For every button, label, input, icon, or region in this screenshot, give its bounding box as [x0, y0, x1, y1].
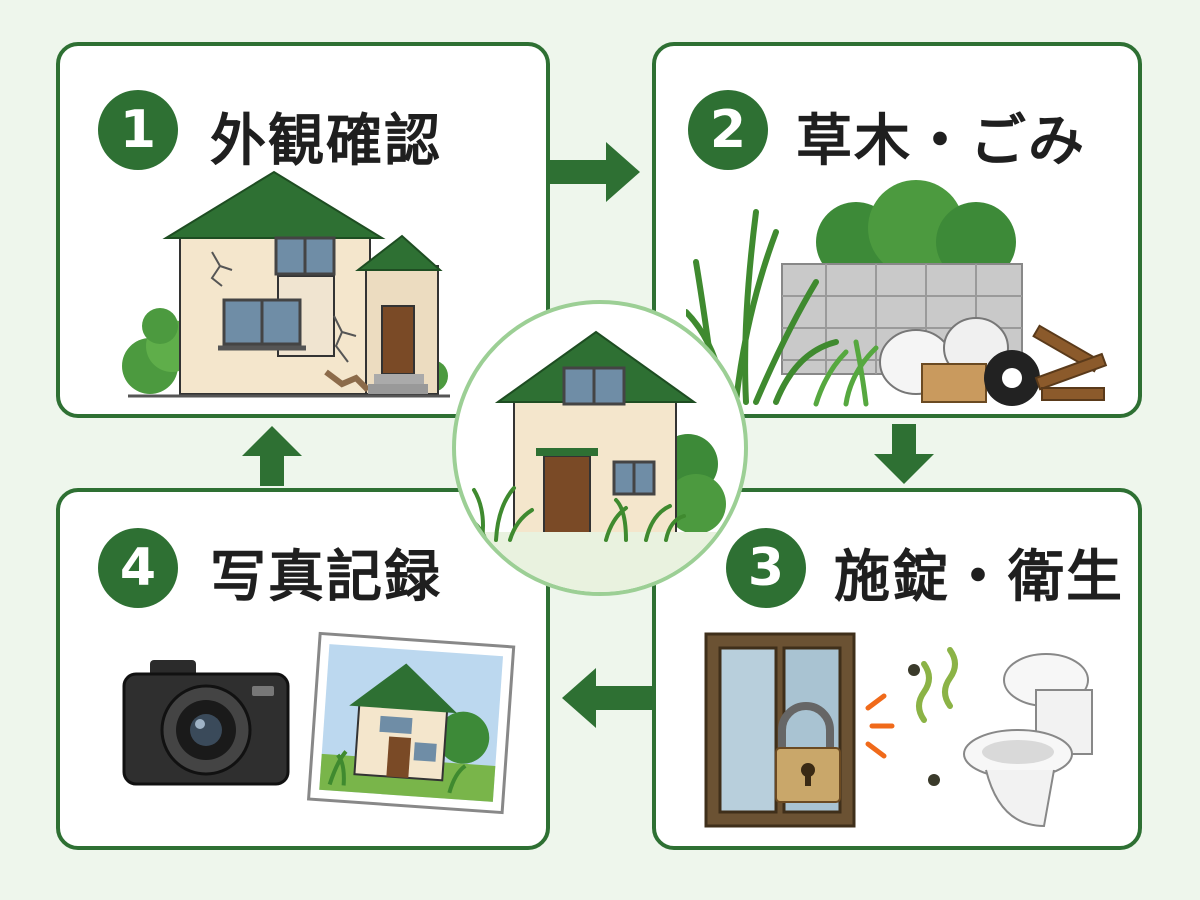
step-2-number: 2	[688, 90, 768, 170]
vacant-house-icon	[456, 330, 744, 592]
house-photo-icon	[306, 631, 516, 815]
step-2-title: 草木・ごみ	[796, 109, 1086, 174]
step-1-panel: 1 外観確認	[56, 42, 550, 418]
step-4-number: 4	[98, 528, 178, 608]
arrow-right	[550, 142, 640, 202]
step-2-panel: 2 草木・ごみ	[652, 42, 1142, 418]
camera-icon	[122, 660, 290, 786]
step-4-panel: 4 写真記録	[56, 488, 550, 850]
step-1-number: 1	[98, 90, 178, 170]
arrow-down	[874, 424, 934, 484]
cracked-house-icon	[122, 170, 450, 398]
step-4-title: 写真記録	[210, 545, 442, 610]
step-3-title: 施錠・衛生	[834, 545, 1124, 610]
weeds-and-trash-icon	[686, 180, 1108, 407]
arrow-left	[562, 668, 652, 728]
step-3-number: 3	[726, 528, 806, 608]
arrow-up	[242, 426, 302, 486]
lock-and-toilet-icon	[704, 632, 1093, 828]
step-3-panel: 3 施錠・衛生	[652, 488, 1142, 850]
center-house-circle	[452, 300, 748, 596]
step-1-title: 外観確認	[210, 109, 442, 174]
